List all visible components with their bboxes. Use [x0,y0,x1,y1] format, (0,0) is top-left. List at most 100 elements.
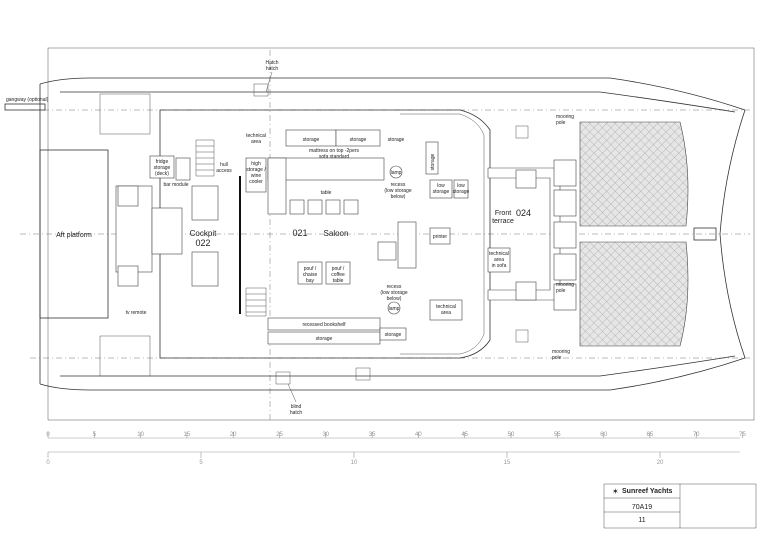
hull-top-outline [60,91,736,113]
title-block: ✶ Sunreef Yachts 70A19 11 [603,483,757,529]
printer-unit [429,227,451,245]
ruler-top-label: 55 [554,432,561,438]
mooring-pole-top-2: pole [556,120,566,126]
saloon-number: 021 [292,228,307,238]
ruler-top-label: 60 [600,432,607,438]
recess-bottom-2: (low storage [380,290,407,296]
pouf-2-label-1: pouf / [332,266,345,272]
recess-bottom-3: below) [387,296,402,302]
ruler-top-label: 15 [184,432,191,438]
technical-area-top-1: technical [246,133,266,139]
deck-hatch-4 [515,125,529,139]
fridge-label-2: storage [154,165,171,171]
stair-spiral [195,139,215,177]
ruler-top-label: 40 [415,432,422,438]
ruler-top-label: 10 [137,432,144,438]
tv-remote-label: tv remote [126,310,147,316]
pouf-2-label-2: coffee [331,272,345,278]
cockpit-seat-1 [191,185,219,221]
technical-area-bottom-2: area [441,310,451,316]
recess-top-1: recess [391,182,406,188]
deck-hatch-5 [515,329,529,343]
brand-name: Sunreef Yachts [622,488,673,495]
table-label: table [321,190,332,196]
pouf-2-label-3: table [333,278,344,284]
brand-logo-star-icon: ✶ [612,487,619,496]
front-terrace-label-2: terrace [492,218,514,225]
ruler-bottom-label: 5 [199,460,203,466]
mooring-pole-top-1: mooring [556,114,574,120]
deck-hatch-3 [355,367,371,381]
ruler-top-label: 35 [369,432,376,438]
front-seat-1 [515,169,537,189]
technical-area-sofa-3: in sofa [492,263,507,269]
fridge-storage [149,155,175,179]
low-storage-1 [429,179,453,199]
pouf-1-label-1: pouf / [304,266,317,272]
bar-module-label: bar module [163,182,188,188]
lamp-1 [389,165,403,179]
saloon-sofa-side [267,157,287,215]
hatch-bottom-label-1: blind [291,404,302,410]
cockpit-seat-4 [117,265,139,287]
recess-top-3: below) [391,194,406,200]
hull-access-label-2: access [216,168,232,174]
front-lounger-4 [553,253,577,281]
recessed-bookshelf [267,317,381,331]
sheet-number: 11 [638,517,645,524]
hatch-bottom-label-2: hatch [290,410,302,416]
lamp-label-2: lamp [389,306,400,312]
ruler-top-label: 50 [508,432,515,438]
cockpit-label: Cockpit [190,229,217,238]
hull-access-label-1: hull [220,162,228,168]
ruler-top-label: 20 [230,432,237,438]
armchair [377,241,397,261]
storage-label-2: storage [350,137,367,143]
cockpit-seat-2 [191,251,219,287]
low-storage-2-label-1: low [457,183,465,189]
low-storage-2 [453,179,469,199]
front-lounger-5 [553,283,577,311]
mattress-label-2: sofa standard [319,154,350,160]
ruler-top-label: 65 [647,432,654,438]
foredeck-outline [719,109,746,359]
fridge-label-1: fridge [156,159,169,165]
trampoline-net-bottom [579,241,689,347]
storage-bottom-label: storage [385,332,402,338]
hatch-top-label-1: Hatch [265,60,278,66]
low-storage-1-label-2: storage [433,189,450,195]
ruler-bottom-label: 15 [504,460,511,466]
technical-area-bottom-1: technical [436,304,456,310]
mooring-pole-bot-2: pole [552,355,562,361]
cockpit-seat-3 [117,185,139,207]
low-storage-1-label-1: low [437,183,445,189]
saloon-windows [400,113,485,355]
ruler-top-label: 70 [693,432,700,438]
technical-area-sofa-1: technical [489,251,509,257]
high-storage [245,157,267,193]
lamp-label-1: lamp [391,170,402,176]
superstructure-outline [159,109,491,359]
pouf-1-label-3: bay [306,278,315,284]
front-seat-2 [515,281,537,301]
storage-block-2 [335,129,381,147]
high-storage-2: storage / [246,167,266,173]
technical-area-sofa-2: area [494,257,504,263]
storage-bottom [379,327,407,341]
ruler-bottom-label: 0 [46,460,50,466]
fridge-label-3: (deck) [155,171,169,177]
aft-platform-label: Aft platform [56,232,92,239]
mattress-label-1: mattress on top -2pers [309,148,360,154]
technical-area-sofa [487,247,511,273]
recessed-bookshelf-label: recessed bookshelf [302,322,346,328]
ruler-top-label: 25 [276,432,283,438]
mooring-pole-bot-1: mooring [552,349,570,355]
storage-below-shelf-label: storage [316,336,333,342]
saloon-label: Saloon [324,229,349,238]
dining-chair-3 [325,199,341,215]
cockpit-table [151,207,183,255]
cockpit-number: 022 [195,238,210,248]
front-terrace-label-1: Front [495,210,511,217]
